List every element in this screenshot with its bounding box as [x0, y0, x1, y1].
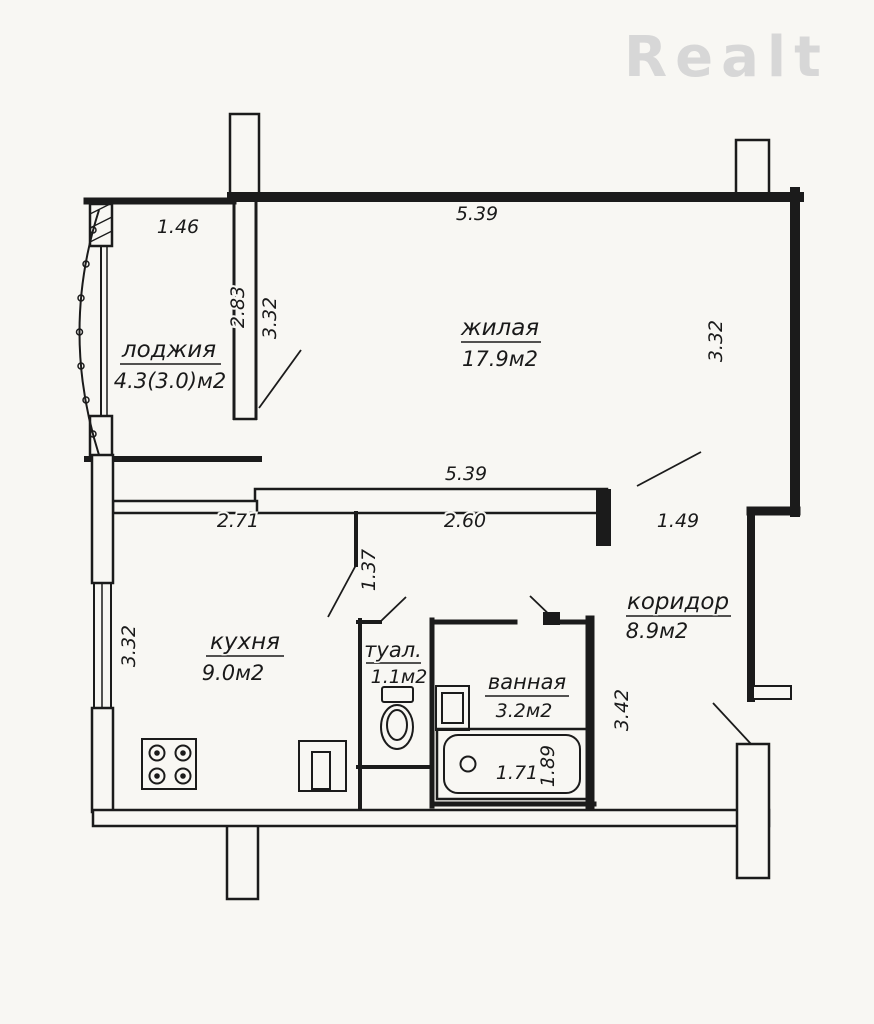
living-south-wall: [111, 487, 611, 546]
dim-living-top: 5.39: [456, 203, 498, 225]
door-swings: [258, 349, 752, 745]
bathtub-icon: [435, 727, 589, 801]
realt-watermark: Realt: [624, 25, 829, 90]
bottom-wall: [91, 808, 771, 828]
kitchen-window: [92, 582, 113, 709]
label-bathroom-name: ванная: [488, 670, 566, 694]
label-toilet-name: туал.: [364, 638, 422, 662]
dim-bath-width: 1.71: [496, 762, 538, 784]
stove-icon: [141, 738, 197, 790]
label-kitchen-name: кухня: [210, 629, 280, 655]
dim-living-bottom: 5.39: [445, 463, 487, 485]
dim-living-right: 3.32: [705, 320, 727, 362]
dim-kitchen-top: 2.71: [217, 510, 259, 532]
toilet-icon: [380, 686, 414, 750]
label-bathroom-area: 3.2м2: [496, 700, 553, 722]
dim-kitchen-left: 3.32: [118, 625, 140, 667]
label-corridor-name: коридор: [627, 589, 729, 615]
dim-corridor-height: 3.42: [611, 689, 633, 731]
label-underlines: [120, 341, 731, 697]
label-living-name: жилая: [460, 315, 539, 341]
wall-stub-bottom-right: [735, 742, 771, 880]
dim-divider-inner: 2.83: [227, 286, 249, 328]
dim-loggia-top: 1.46: [157, 216, 199, 238]
kitchen-cabinet-icon: [298, 740, 347, 792]
main-walls: [83, 187, 804, 815]
loggia-divider-wall: [232, 197, 258, 421]
label-kitchen-area: 9.0м2: [202, 661, 265, 685]
wall-stub-top-right: [734, 138, 771, 197]
label-loggia-area: 4.3(3.0)м2: [114, 369, 226, 393]
label-loggia-name: лоджия: [121, 337, 216, 363]
wall-stub-bottom-left: [225, 820, 260, 901]
dim-divider-outer: 3.32: [259, 297, 281, 339]
dim-living-door: 1.49: [657, 510, 699, 532]
loggia-glazing: [75, 209, 108, 456]
label-toilet-area: 1.1м2: [371, 666, 428, 688]
wall-stub-top: [228, 112, 261, 200]
label-corridor-area: 8.9м2: [626, 619, 689, 643]
dim-kitchen-entry: 1.37: [358, 549, 380, 591]
dim-bath-depth: 1.89: [537, 745, 559, 787]
dim-hall-top: 2.60: [444, 510, 486, 532]
bath-door-jamb: [543, 612, 560, 625]
partition-walls: [354, 511, 597, 810]
label-living-area: 17.9м2: [462, 347, 538, 371]
corridor-wall-stub: [752, 685, 792, 700]
